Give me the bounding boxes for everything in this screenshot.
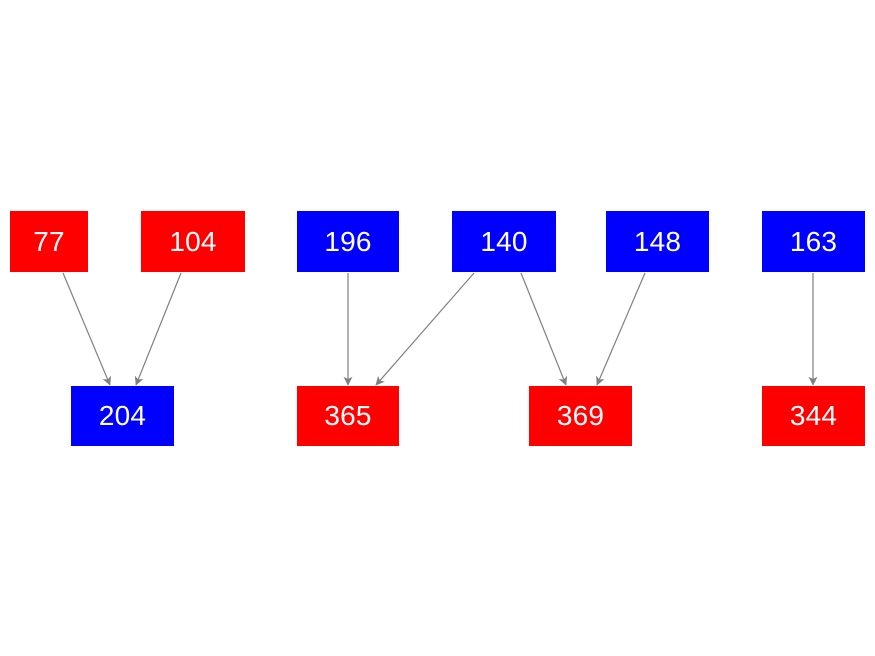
edge-n140-to-n365	[375, 272, 475, 386]
node-148[interactable]: 148	[606, 211, 709, 272]
node-104[interactable]: 104	[141, 211, 245, 272]
edges-group	[62, 272, 818, 386]
node-label: 163	[789, 225, 838, 257]
node-label: 196	[324, 225, 372, 257]
node-label: 344	[789, 400, 838, 431]
node-label: 104	[169, 225, 217, 257]
node-344[interactable]: 344	[762, 386, 865, 446]
node-label: 148	[633, 225, 682, 257]
edge-n140-to-n369	[520, 272, 568, 386]
node-77[interactable]: 77	[10, 211, 88, 272]
node-369[interactable]: 369	[529, 386, 632, 446]
edge-n77-to-n204	[62, 272, 111, 386]
node-204[interactable]: 204	[71, 386, 174, 446]
node-163[interactable]: 163	[762, 211, 865, 272]
node-label: 77	[33, 225, 65, 257]
node-140[interactable]: 140	[452, 211, 556, 272]
edge-n148-to-n369	[596, 272, 646, 386]
edge-n104-to-n204	[134, 272, 182, 386]
node-label: 140	[480, 225, 528, 257]
node-label: 369	[556, 400, 605, 431]
node-label: 365	[324, 400, 372, 431]
node-196[interactable]: 196	[297, 211, 399, 272]
node-365[interactable]: 365	[297, 386, 399, 446]
node-label: 204	[98, 400, 147, 431]
